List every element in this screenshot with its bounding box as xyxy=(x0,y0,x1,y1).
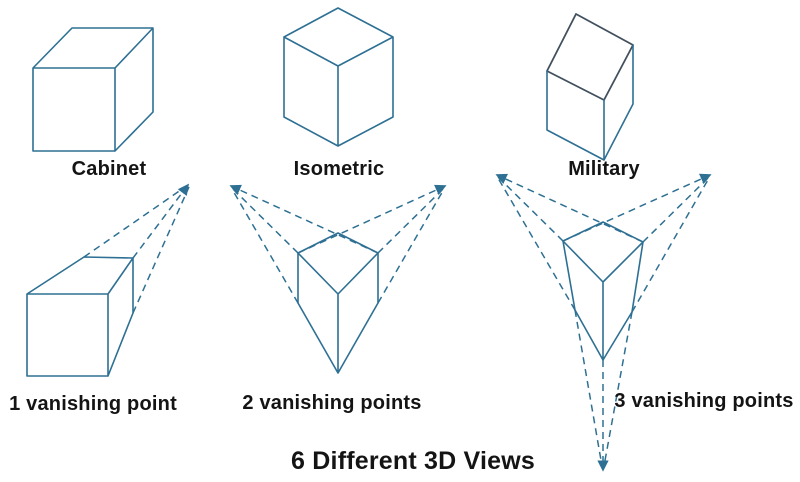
isometric-cube-drawing xyxy=(283,7,394,147)
cabinet-label: Cabinet xyxy=(71,158,147,180)
cabinet-cube-edges xyxy=(32,27,154,152)
one-point-perspective-drawing xyxy=(26,183,190,377)
military-cube-top-face xyxy=(546,13,634,101)
isometric-label: Isometric xyxy=(293,158,385,180)
page-title: 6 Different 3D Views xyxy=(291,447,535,475)
military-label: Military xyxy=(568,158,640,180)
cabinet-cube-drawing xyxy=(32,27,154,152)
two-point-cube-edges xyxy=(297,232,379,374)
two-point-perspective-drawing xyxy=(229,184,447,374)
three-point-vanishing-lines xyxy=(495,173,712,472)
one-point-cube-edges xyxy=(26,256,134,377)
military-cube-drawing xyxy=(546,13,634,161)
three-point-label: 3 vanishing points xyxy=(614,390,794,412)
two-point-label: 2 vanishing points xyxy=(242,392,422,414)
military-cube-side-edges xyxy=(546,44,634,161)
one-point-label: 1 vanishing point xyxy=(9,393,177,415)
three-point-perspective-drawing xyxy=(495,173,712,472)
isometric-cube-edges xyxy=(283,7,394,147)
two-point-vanishing-lines xyxy=(229,184,447,304)
three-point-cube-edges xyxy=(562,221,644,361)
one-point-vanishing-lines xyxy=(83,183,190,314)
